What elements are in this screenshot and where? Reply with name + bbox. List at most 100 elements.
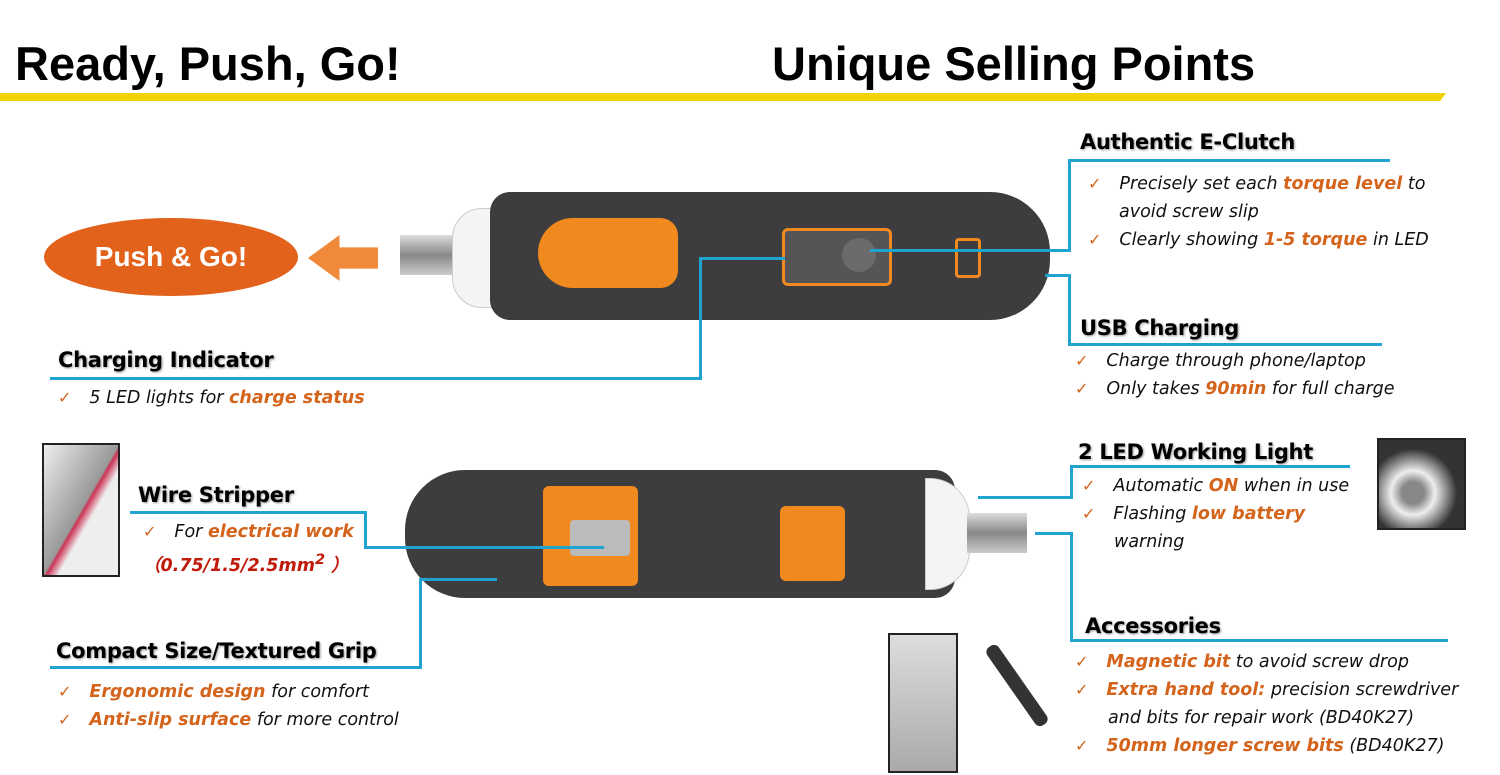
- highlight: Extra hand tool:: [1106, 680, 1266, 700]
- highlight: charge status: [229, 388, 365, 408]
- connector-line: [50, 666, 422, 669]
- check-icon: ✓: [1075, 652, 1089, 671]
- text: (BD40K27): [1343, 736, 1445, 756]
- connector-line: [1068, 159, 1071, 252]
- bullet-90min: ✓Only takes 90min for full charge: [1075, 375, 1395, 403]
- bit-holder: [967, 513, 1027, 553]
- heading-accessories: Accessories: [1085, 614, 1221, 638]
- connector-line: [1070, 532, 1073, 642]
- check-icon: ✓: [1082, 476, 1096, 495]
- connector-line: [978, 496, 1073, 499]
- bit-set-photo: [888, 633, 958, 773]
- text: 5 LED lights for: [89, 388, 230, 408]
- bullet-magnetic-bit: ✓Magnetic bit to avoid screw drop: [1075, 648, 1409, 676]
- superscript: 2: [314, 551, 326, 568]
- heading-e-clutch: Authentic E-Clutch: [1080, 130, 1296, 154]
- text: Automatic: [1113, 476, 1209, 496]
- push-and-go-badge: Push & Go!: [44, 218, 298, 296]
- bullet-led-lights: ✓ 5 LED lights for charge status: [58, 384, 365, 412]
- connector-line: [364, 511, 367, 549]
- led-collar: [925, 478, 970, 590]
- connector-line: [870, 249, 1070, 252]
- wire-stripper-photo: [42, 443, 120, 577]
- check-icon: ✓: [1075, 680, 1089, 699]
- highlight: torque level: [1283, 174, 1403, 194]
- highlight: 90min: [1205, 379, 1267, 399]
- orange-grip: [780, 506, 845, 581]
- screwdriver-top-image: [400, 190, 1050, 322]
- heading-charging-indicator: Charging Indicator: [58, 348, 274, 372]
- connector-line: [1070, 465, 1350, 468]
- heading-wire-stripper: Wire Stripper: [138, 483, 294, 507]
- text: Clearly showing: [1119, 230, 1264, 250]
- tool-body: [405, 470, 955, 598]
- check-icon: ✓: [1088, 174, 1102, 193]
- bullet-electrical-work: ✓For electrical work: [143, 518, 354, 546]
- screwdriver-bottom-image: [405, 468, 1035, 600]
- connector-line: [1068, 343, 1382, 346]
- bullet-continuation: and bits for repair work (BD40K27): [1108, 708, 1415, 728]
- heading-compact-grip: Compact Size/Textured Grip: [56, 639, 377, 663]
- bullet-charge-through: ✓Charge through phone/laptop: [1075, 347, 1366, 375]
- title-unique-selling-points: Unique Selling Points: [772, 37, 1256, 90]
- heading-usb-charging: USB Charging: [1080, 316, 1239, 340]
- bullet-longer-bits: ✓ 50mm longer screw bits (BD40K27): [1075, 732, 1445, 760]
- check-icon: ✓: [143, 522, 157, 541]
- bullet-torque-led: ✓Clearly showing 1-5 torque in LED: [1088, 226, 1429, 254]
- text: when in use: [1238, 476, 1350, 496]
- text: in LED: [1367, 230, 1429, 250]
- check-icon: ✓: [58, 388, 72, 407]
- precision-screwdriver-photo: [984, 642, 1050, 729]
- led-collar: [452, 208, 497, 308]
- connector-line: [50, 377, 702, 380]
- check-icon: ✓: [1075, 379, 1089, 398]
- orange-grip: [538, 218, 678, 288]
- highlight: 50mm longer screw bits: [1106, 736, 1344, 756]
- led-light-photo: [1377, 438, 1466, 530]
- yellow-divider: [0, 93, 1446, 101]
- text: （0.75/1.5/2.5mm: [143, 555, 315, 576]
- highlight: electrical work: [207, 522, 354, 542]
- title-ready-push-go: Ready, Push, Go!: [15, 37, 401, 90]
- arrow-left-icon: [308, 235, 378, 281]
- text: Flashing: [1113, 504, 1192, 524]
- connector-line: [1070, 639, 1448, 642]
- connector-line: [699, 257, 785, 260]
- connector-line: [419, 578, 422, 669]
- connector-line: [1068, 274, 1071, 346]
- check-icon: ✓: [1082, 504, 1096, 523]
- check-icon: ✓: [1075, 736, 1089, 755]
- bullet-continuation: warning: [1114, 532, 1185, 552]
- connector-line: [419, 578, 497, 581]
- text: precision screwdriver: [1265, 680, 1459, 700]
- connector-line: [364, 546, 604, 549]
- bullet-torque-level: ✓Precisely set each torque level to: [1088, 170, 1425, 198]
- check-icon: ✓: [1088, 230, 1102, 249]
- connector-line: [130, 511, 367, 514]
- text: for more control: [251, 710, 399, 730]
- wire-sizes: （0.75/1.5/2.5mm2 ）: [143, 546, 349, 580]
- connector-line: [1070, 465, 1073, 499]
- highlight: Anti-slip surface: [89, 710, 252, 730]
- usb-port: [955, 238, 981, 278]
- check-icon: ✓: [58, 682, 72, 701]
- text: for comfort: [265, 682, 370, 702]
- bullet-low-battery: ✓Flashing low battery: [1082, 500, 1305, 528]
- text: Only takes: [1106, 379, 1206, 399]
- highlight: ON: [1208, 476, 1239, 496]
- connector-line: [1068, 159, 1390, 162]
- connector-line: [1035, 532, 1073, 535]
- text: to: [1402, 174, 1426, 194]
- stripper-blade: [570, 520, 630, 556]
- bit-holder: [400, 235, 455, 275]
- highlight: Ergonomic design: [89, 682, 266, 702]
- bullet-continuation: avoid screw slip: [1119, 202, 1259, 222]
- text: ）: [325, 555, 349, 576]
- text: Charge through phone/laptop: [1106, 351, 1366, 371]
- highlight: Magnetic bit: [1106, 652, 1231, 672]
- bullet-anti-slip: ✓Anti-slip surface for more control: [58, 706, 399, 734]
- heading-led-light: 2 LED Working Light: [1078, 440, 1313, 464]
- bullet-automatic-on: ✓ Automatic ON when in use: [1082, 472, 1349, 500]
- bullet-ergonomic: ✓ Ergonomic design for comfort: [58, 678, 369, 706]
- connector-line: [1045, 274, 1071, 277]
